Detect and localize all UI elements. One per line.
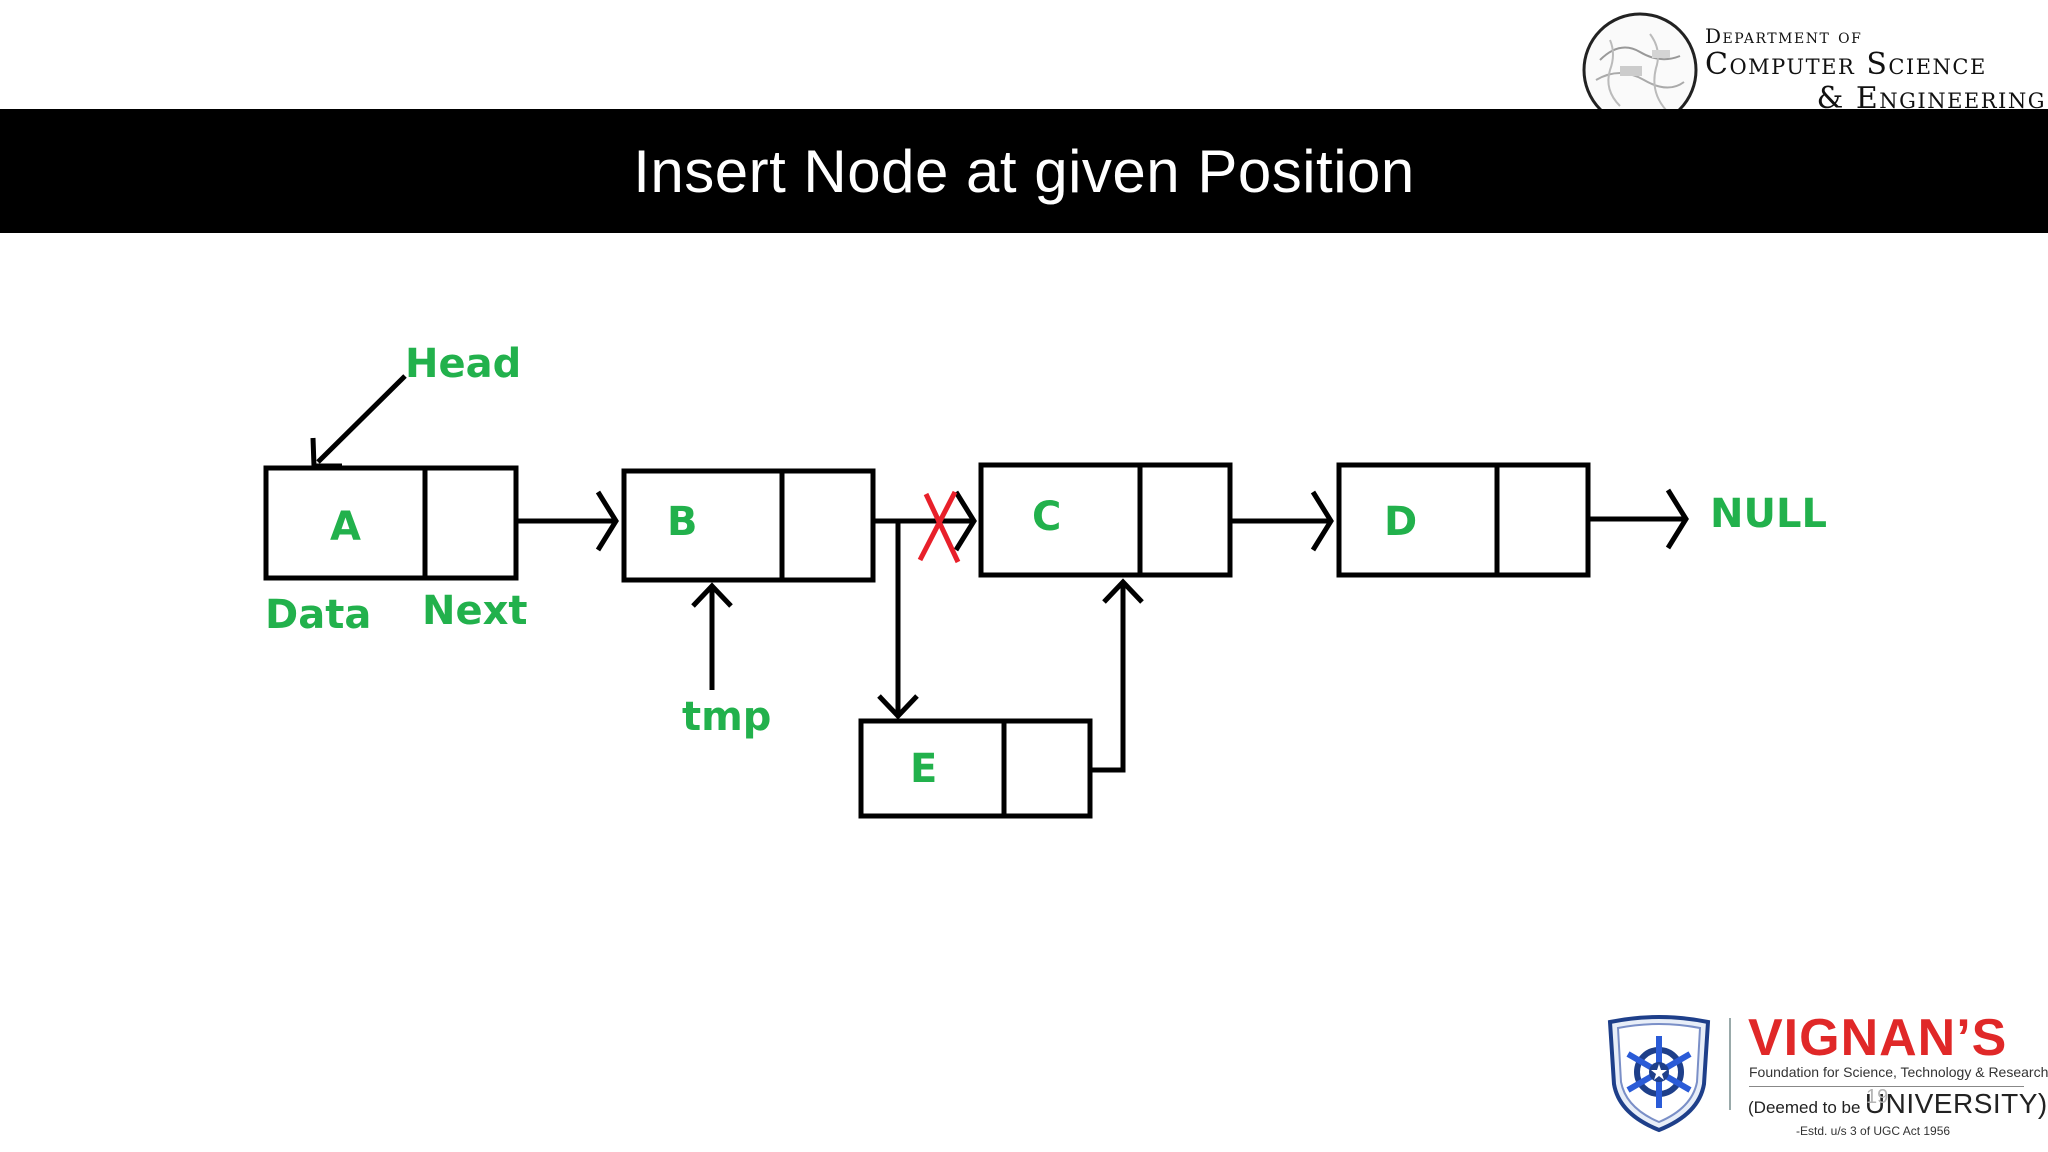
arrow-e-to-c	[1090, 578, 1144, 773]
node-c-label: C	[1032, 494, 1061, 540]
data-label: Data	[265, 592, 371, 638]
node-d-label: D	[1384, 499, 1417, 545]
arrow-tmp-to-b	[691, 582, 733, 690]
head-label: Head	[405, 341, 521, 387]
null-label: NULL	[1710, 491, 1827, 537]
university-name: VIGNAN’S	[1748, 1009, 2008, 1067]
arrow-a-to-b	[516, 490, 619, 552]
university-rule	[1749, 1086, 2024, 1087]
university-shield-logo	[1607, 1015, 1711, 1133]
university-deemed: (Deemed to be UNIVERSITY)	[1748, 1088, 2048, 1120]
slide-number: 19	[1866, 1086, 1889, 1108]
slide-title: Insert Node at given Position	[633, 137, 1415, 205]
tmp-label: tmp	[682, 694, 771, 740]
department-globe-logo	[1582, 12, 1698, 120]
arrow-c-to-d	[1230, 490, 1334, 552]
deemed-prefix: (Deemed to be	[1748, 1098, 1861, 1117]
cross-mark-icon	[917, 490, 961, 564]
node-a-label: A	[330, 504, 361, 550]
department-line-2: Computer Science	[1705, 47, 1987, 82]
node-e-label: E	[910, 746, 937, 792]
university-subtitle: Foundation for Science, Technology & Res…	[1749, 1064, 2048, 1080]
arrow-b-to-e	[877, 521, 919, 720]
node-b-label: B	[667, 499, 698, 545]
university-logo-divider	[1729, 1018, 1731, 1110]
arrow-head-to-a	[310, 374, 407, 469]
node-c: C	[978, 462, 1233, 578]
node-a: A	[263, 465, 519, 581]
department-name: Department of Computer Science & Enginee…	[1705, 26, 2048, 114]
node-e: E	[858, 718, 1093, 819]
department-line-1: Department of	[1705, 24, 1863, 48]
deemed-university: UNIVERSITY)	[1864, 1088, 2048, 1119]
department-line-3: & Engineering	[1816, 81, 2046, 116]
node-d: D	[1336, 462, 1591, 578]
title-bar: Insert Node at given Position	[0, 109, 2048, 233]
university-established: -Estd. u/s 3 of UGC Act 1956	[1796, 1124, 1951, 1138]
node-b: B	[621, 468, 876, 583]
arrow-b-to-c	[873, 490, 977, 552]
next-label: Next	[422, 588, 528, 634]
arrow-d-to-null	[1588, 488, 1689, 550]
